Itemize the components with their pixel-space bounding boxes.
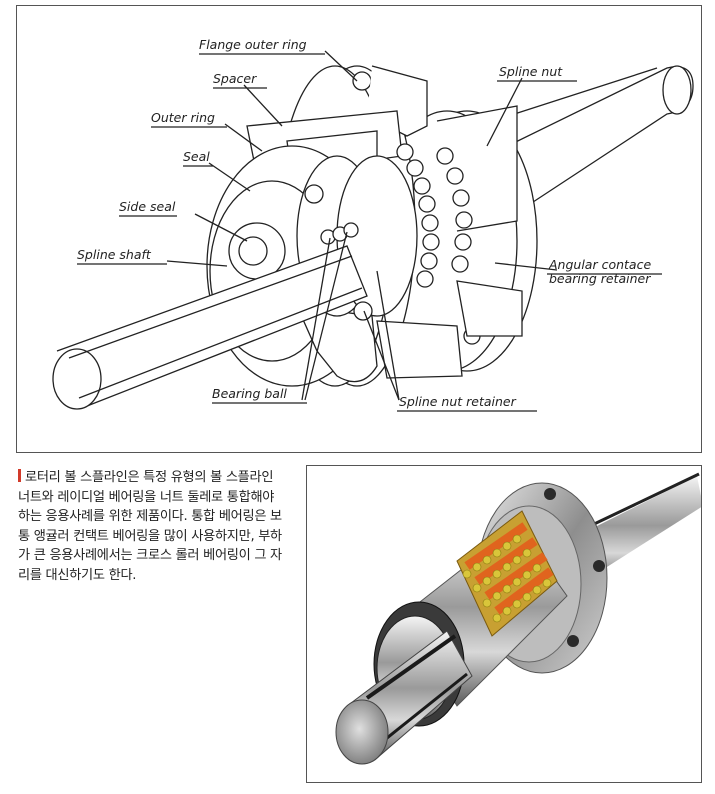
label-spline-shaft: Spline shaft [77,247,151,262]
label-angular-contact-line2: bearing retainer [549,271,651,286]
label-bearing-ball: Bearing ball [212,386,287,401]
label-spacer: Spacer [213,71,257,86]
label-spline-nut-retainer: Spline nut retainer [399,394,516,409]
label-angular-contact-line1: Angular contace [549,257,652,272]
label-outer-ring: Outer ring [151,110,215,125]
product-render [335,472,701,765]
diagram-drawing [52,50,694,412]
label-spline-nut: Spline nut [499,64,563,79]
label-side-seal: Side seal [119,199,176,214]
exploded-diagram: Flange outer ring Spacer Outer ring Seal… [16,5,702,453]
caption-block: 로터리 볼 스플라인은 특정 유형의 볼 스플라인 너트와 레이디얼 베어링을 … [18,468,288,586]
label-seal: Seal [183,149,210,164]
caption-accent-bar [18,469,21,482]
label-flange-outer-ring: Flange outer ring [199,37,307,52]
caption-text: 로터리 볼 스플라인은 특정 유형의 볼 스플라인 너트와 레이디얼 베어링을 … [18,470,282,583]
product-photo [306,465,702,783]
